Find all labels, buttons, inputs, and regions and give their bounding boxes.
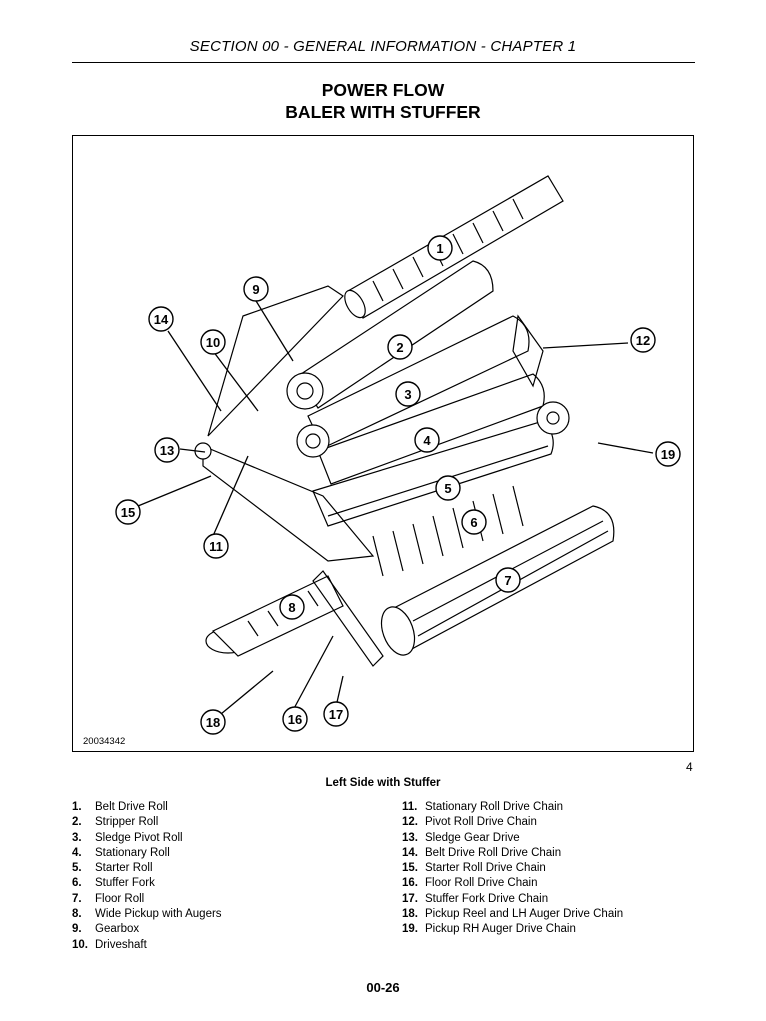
baler-drawing: 1 2 3 4 5 6 7 8 9 10 11 12 13 14 15 16 1… xyxy=(115,175,681,735)
svg-text:18: 18 xyxy=(206,715,220,730)
callout-10: 10 xyxy=(200,329,226,355)
legend-item: 7.Floor Roll xyxy=(72,892,145,905)
sledge-pivot-roll-drawing xyxy=(307,315,530,449)
header-rule xyxy=(72,62,695,63)
legend-item: 19.Pickup RH Auger Drive Chain xyxy=(402,923,576,936)
svg-text:7: 7 xyxy=(504,573,511,588)
svg-text:9: 9 xyxy=(252,282,259,297)
svg-text:10: 10 xyxy=(206,335,220,350)
svg-text:14: 14 xyxy=(154,312,169,327)
legend-item: 12.Pivot Roll Drive Chain xyxy=(402,816,537,829)
gearbox-gear-drawing xyxy=(286,372,324,410)
callout-18: 18 xyxy=(200,709,226,735)
sledge-gear-drawing xyxy=(296,424,330,458)
legend-item: 18.Pickup Reel and LH Auger Drive Chain xyxy=(402,908,624,921)
legend-item: 6.Stuffer Fork xyxy=(72,877,155,890)
legend-item: 9.Gearbox xyxy=(72,923,140,936)
svg-text:6: 6 xyxy=(470,515,477,530)
svg-text:8: 8 xyxy=(288,600,295,615)
callout-14: 14 xyxy=(148,306,174,332)
callout-1: 1 xyxy=(427,235,453,261)
svg-text:1: 1 xyxy=(436,241,443,256)
starter-roll-chain-drawing xyxy=(202,445,375,562)
legend-item: 16.Floor Roll Drive Chain xyxy=(402,877,538,890)
callout-3: 3 xyxy=(395,381,421,407)
svg-text:19: 19 xyxy=(661,447,675,462)
title-line-2: BALER WITH STUFFER xyxy=(285,102,481,122)
callout-19: 19 xyxy=(655,441,681,467)
callout-2: 2 xyxy=(387,334,413,360)
belt-drive-roll-chain-drawing xyxy=(207,285,344,437)
callout-9: 9 xyxy=(243,276,269,302)
svg-text:16: 16 xyxy=(288,712,302,727)
figure-code: 20034342 xyxy=(83,736,126,747)
svg-text:2: 2 xyxy=(396,340,403,355)
legend-item: 3.Sledge Pivot Roll xyxy=(72,831,183,844)
legend-right-column: 11.Stationary Roll Drive Chain 12.Pivot … xyxy=(402,800,623,938)
callout-12: 12 xyxy=(630,327,656,353)
callout-5: 5 xyxy=(435,475,461,501)
page-number: 00-26 xyxy=(366,980,400,995)
svg-text:15: 15 xyxy=(121,505,135,520)
floor-roll-chain-drawing xyxy=(312,570,384,667)
svg-text:4: 4 xyxy=(423,433,431,448)
callout-11: 11 xyxy=(203,533,229,559)
callout-8: 8 xyxy=(279,594,305,620)
legend-left-column: 1.Belt Drive Roll 2.Stripper Roll 3.Sled… xyxy=(72,800,222,953)
callout-13: 13 xyxy=(154,437,180,463)
power-flow-illustration: 1 2 3 4 5 6 7 8 9 10 11 12 13 14 15 16 1… xyxy=(72,135,694,752)
legend-item: 1.Belt Drive Roll xyxy=(72,801,168,813)
svg-text:11: 11 xyxy=(209,539,223,554)
svg-text:3: 3 xyxy=(404,387,411,402)
callout-15: 15 xyxy=(115,499,141,525)
svg-text:12: 12 xyxy=(636,333,650,348)
legend-item: 2.Stripper Roll xyxy=(72,816,159,829)
legend-item: 17.Stuffer Fork Drive Chain xyxy=(402,892,549,905)
callout-17: 17 xyxy=(323,701,349,727)
belt-drive-roll-drawing xyxy=(344,175,564,319)
legend-item: 5.Starter Roll xyxy=(72,862,153,875)
legend-item: 11.Stationary Roll Drive Chain xyxy=(402,801,564,813)
figure-number: 4 xyxy=(686,760,693,774)
page-title: POWER FLOW BALER WITH STUFFER xyxy=(0,79,766,123)
legend-item: 10.Driveshaft xyxy=(72,938,147,951)
callout-7: 7 xyxy=(495,567,521,593)
svg-text:17: 17 xyxy=(329,707,343,722)
legend-item: 13.Sledge Gear Drive xyxy=(402,831,520,844)
section-header: SECTION 00 - GENERAL INFORMATION - CHAPT… xyxy=(189,38,577,55)
stripper-roll-drawing xyxy=(297,260,494,409)
pivot-roll-chain-drawing xyxy=(512,314,544,388)
callout-16: 16 xyxy=(282,706,308,732)
callout-4: 4 xyxy=(414,427,440,453)
legend-item: 14.Belt Drive Roll Drive Chain xyxy=(402,846,562,859)
legend-item: 15.Starter Roll Drive Chain xyxy=(402,862,546,875)
legend-item: 4.Stationary Roll xyxy=(72,846,170,859)
title-line-1: POWER FLOW xyxy=(321,80,445,100)
figure-caption: Left Side with Stuffer xyxy=(325,777,441,789)
svg-text:13: 13 xyxy=(160,443,174,458)
svg-text:5: 5 xyxy=(444,481,451,496)
legend-item: 8.Wide Pickup with Augers xyxy=(72,908,222,921)
pickup-drawing xyxy=(205,575,344,657)
callout-6: 6 xyxy=(461,509,487,535)
